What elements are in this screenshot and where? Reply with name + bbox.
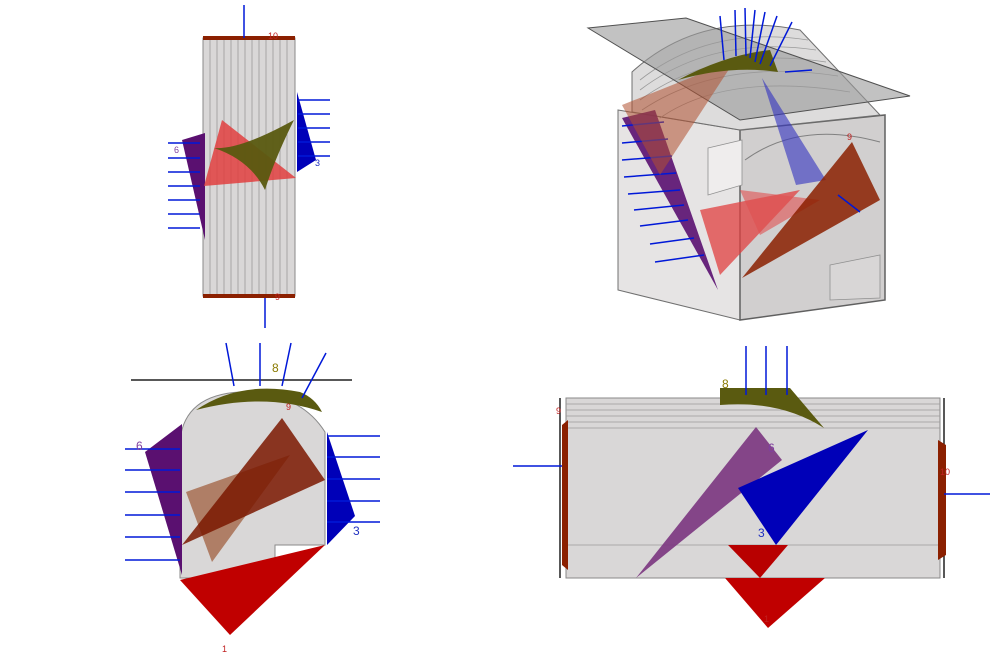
- face-9-strip: [562, 420, 568, 570]
- label-3: 3: [315, 158, 320, 168]
- face-3-rays-bl: [327, 435, 380, 523]
- face-9-triangle-bl: [182, 418, 325, 545]
- step-lower: [829, 254, 881, 301]
- beam-rays-bl: [225, 342, 327, 399]
- label-6: 6: [174, 145, 179, 155]
- label-9-br: 9: [556, 406, 561, 416]
- label-3-br: 3: [758, 526, 765, 540]
- face-10-edge: [203, 36, 295, 40]
- red-triangle-3d-b: [740, 190, 820, 235]
- face-3-blue: [297, 92, 316, 172]
- face-10-strip: [938, 440, 946, 560]
- olive-shape-br: [720, 388, 824, 428]
- label-9: 9: [275, 292, 280, 302]
- label-6-br: 6: [768, 441, 775, 455]
- bottom-left-view: 8 9 6 3 1: [125, 342, 380, 654]
- label-10-br: 10: [940, 467, 950, 477]
- face-3-blue-bl: [327, 432, 355, 545]
- top-right-view: 9: [586, 7, 911, 321]
- side-stripes: [566, 403, 940, 546]
- face-1-red-br: [725, 578, 825, 628]
- label-3-bl: 3: [353, 524, 360, 538]
- face-9-triangle-3d: [742, 142, 880, 278]
- label-1-br: 1: [764, 614, 769, 624]
- olive-shape-3d: [678, 50, 778, 80]
- label-6-bl: 6: [136, 439, 143, 453]
- face-6-rays-bl: [125, 448, 180, 561]
- blue-plane-3d: [762, 78, 826, 185]
- olive-shape-bl: [196, 388, 322, 412]
- face-6-purple-bl: [145, 424, 182, 575]
- label-8-br: 8: [722, 377, 729, 391]
- beam-rays-3d: [719, 7, 813, 73]
- face-9-edge: [203, 294, 295, 298]
- label-10: 10: [268, 31, 278, 41]
- label-9-bl: 9: [286, 402, 291, 412]
- arch-right: [744, 133, 881, 161]
- beam-rays-br: [745, 346, 788, 395]
- face-6-purple-br: [636, 427, 782, 578]
- top-left-view: 10 9 6 3: [168, 5, 330, 328]
- olive-shape: [214, 120, 294, 190]
- brick-plane-3d: [622, 60, 735, 175]
- face-3-blue-br: [738, 430, 868, 545]
- label-1-bl: 1: [222, 644, 227, 654]
- step-notch: [707, 139, 743, 196]
- face-1-red: [180, 545, 325, 635]
- face-6-purple-3d: [622, 110, 718, 290]
- face-6-rays: [168, 142, 200, 229]
- face-9-normal: [837, 194, 861, 213]
- bottom-right-view: 8 9 10 6 3 1: [513, 346, 990, 628]
- label-8-bl: 8: [272, 361, 279, 375]
- face-3-rays: [298, 99, 330, 157]
- label-9-3d: 9: [847, 132, 852, 142]
- face-1-red-upper: [728, 545, 788, 578]
